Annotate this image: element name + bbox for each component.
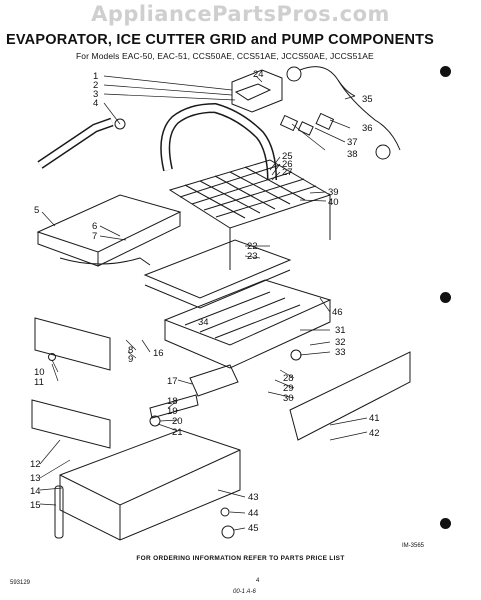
callout-3: 3 <box>93 89 98 100</box>
callout-28: 28 <box>283 373 294 384</box>
callout-21: 21 <box>172 427 183 438</box>
water-hose-inner <box>161 104 276 181</box>
page-title: EVAPORATOR, ICE CUTTER GRID and PUMP COM… <box>6 32 435 48</box>
clamp-3 <box>114 118 126 130</box>
cutter-grid <box>168 159 332 270</box>
drawing-code: IM-3565 <box>402 543 425 549</box>
callout-24: 24 <box>253 69 264 80</box>
fitting-38 <box>315 112 335 131</box>
callout-35: 35 <box>362 94 373 105</box>
callout-8: 8 <box>128 345 133 356</box>
switch-17 <box>189 364 239 397</box>
left-bracket <box>34 317 111 371</box>
grommet-33 <box>290 349 302 361</box>
leader-lines <box>39 75 368 531</box>
pump-wire <box>337 79 401 151</box>
callout-34: 34 <box>198 317 209 328</box>
callout-10: 10 <box>34 367 45 378</box>
punch-hole-middle <box>440 292 451 303</box>
callout-12: 12 <box>30 459 41 470</box>
callout-4: 4 <box>93 98 98 109</box>
base-pan <box>59 429 241 541</box>
ice-bin-frame-side <box>164 300 331 369</box>
callout-29: 29 <box>283 383 294 394</box>
callout-38: 38 <box>347 149 358 160</box>
callout-16: 16 <box>153 348 164 359</box>
callout-17: 17 <box>167 376 178 387</box>
callout-44: 44 <box>248 508 259 519</box>
pump-body <box>234 83 272 101</box>
callout-27: 27 <box>282 167 293 178</box>
angle-bracket <box>289 351 411 441</box>
pump-bracket <box>231 69 283 113</box>
fitting-36 <box>279 114 299 132</box>
evaporator-side <box>97 212 181 267</box>
base-pan-edge <box>59 449 241 506</box>
callout-46: 46 <box>332 307 343 318</box>
model-list: For Models EAC-50, EAC-51, CCS50AE, CCS5… <box>76 51 374 61</box>
callout-22: 22 <box>247 241 258 252</box>
bracket-18 <box>149 394 199 419</box>
callout-31: 31 <box>335 325 346 336</box>
callout-11: 11 <box>34 377 44 388</box>
callout-14: 14 <box>30 486 41 497</box>
callout-5: 5 <box>34 205 39 216</box>
callout-9: 9 <box>128 354 133 365</box>
cap-45 <box>221 525 235 539</box>
callout-30: 30 <box>283 393 294 404</box>
callout-36: 36 <box>362 123 373 134</box>
callout-20: 20 <box>172 416 183 427</box>
callout-15: 15 <box>30 500 41 511</box>
callout-37: 37 <box>347 137 358 148</box>
callout-7: 7 <box>92 231 97 242</box>
punch-hole-bottom <box>440 518 451 529</box>
callout-41: 41 <box>369 413 380 424</box>
callout-32: 32 <box>335 337 346 348</box>
callout-40: 40 <box>328 197 339 208</box>
pump-cord <box>299 66 356 97</box>
drain-tube <box>54 485 64 539</box>
page-number: 4 <box>256 578 260 584</box>
ordering-note: FOR ORDERING INFORMATION REFER TO PARTS … <box>136 555 345 562</box>
watermark: AppliancePartsPros.com <box>91 2 390 26</box>
callout-19: 19 <box>167 406 178 417</box>
evaporator-tubing <box>59 257 151 266</box>
grid-heater-edge <box>144 269 291 309</box>
callout-23: 23 <box>247 251 258 262</box>
callout-18: 18 <box>167 396 178 407</box>
callout-43: 43 <box>248 492 259 503</box>
coupling-36 <box>375 144 391 160</box>
punch-hole-top <box>440 66 451 77</box>
pump-motor <box>286 66 302 82</box>
fitting-37 <box>297 121 314 136</box>
callout-25: 25 <box>282 151 293 162</box>
callout-26: 26 <box>282 159 293 170</box>
page-code: 593129 <box>10 580 31 586</box>
evaporator-edge <box>37 232 99 267</box>
callout-13: 13 <box>30 473 41 484</box>
callout-39: 39 <box>328 187 339 198</box>
drain-hose-inner <box>38 119 113 168</box>
shield <box>31 399 111 449</box>
callout-42: 42 <box>369 428 380 439</box>
screw-44 <box>220 507 230 517</box>
callout-6: 6 <box>92 221 97 232</box>
callout-1: 1 <box>93 71 98 82</box>
handwritten-note: 00-1 A-6 <box>233 589 256 595</box>
grid-heater <box>143 239 292 299</box>
callout-2: 2 <box>93 80 98 91</box>
callout-45: 45 <box>248 523 259 534</box>
callout-33: 33 <box>335 347 346 358</box>
evaporator-plate <box>36 194 182 253</box>
